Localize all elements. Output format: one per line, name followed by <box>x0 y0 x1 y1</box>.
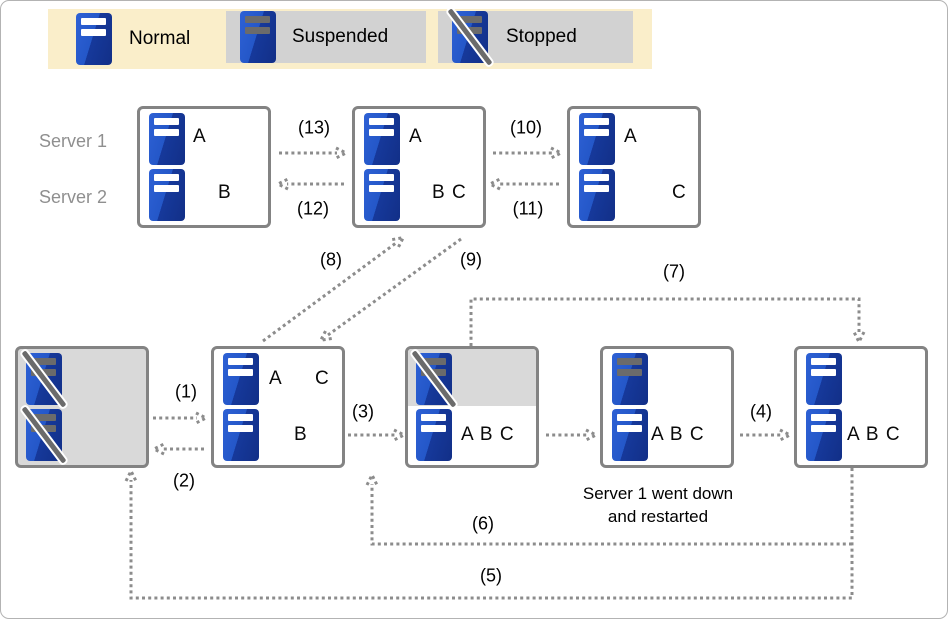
arrow-label-6: (6) <box>472 513 494 534</box>
server-icon-normal <box>223 409 259 461</box>
legend: Normal Suspended Stopped <box>48 5 652 69</box>
server-icon-normal <box>579 113 615 165</box>
legend-label-suspended: Suspended <box>292 26 389 47</box>
server-icon-suspended <box>240 11 276 63</box>
slot-label: A B C <box>847 424 901 445</box>
arrow-label-8: (8) <box>320 249 342 270</box>
arrow-label-7: (7) <box>663 261 685 282</box>
state-box-top-2: A B C <box>352 106 486 228</box>
arrow-label-2: (2) <box>173 470 195 491</box>
state-box-all-stopped <box>15 346 149 468</box>
slot-label: A <box>269 368 283 389</box>
server-icon-stopped <box>18 403 70 467</box>
server-icon-normal <box>364 113 400 165</box>
note-line-2: and restarted <box>607 507 709 526</box>
arrow-label-1: (1) <box>175 381 197 402</box>
slot-label: B <box>218 182 232 203</box>
slot-label: A B C <box>651 424 705 445</box>
arrow-label-9: (9) <box>460 249 482 270</box>
state-box-bottom-1: A C B <box>211 346 345 468</box>
arrow-label-3: (3) <box>352 401 374 422</box>
note-line-1: Server 1 went down <box>582 484 734 503</box>
server-icon-normal <box>149 113 185 165</box>
server-icon-normal <box>364 169 400 221</box>
row-label-server2: Server 2 <box>39 187 108 207</box>
server-icon-normal <box>223 353 259 405</box>
server-icon-normal <box>416 409 452 461</box>
arrow-label-13: (13) <box>297 117 331 138</box>
stopped-slash-icon <box>18 347 70 411</box>
slot-label: A <box>409 126 423 147</box>
stopped-slash-icon <box>408 347 460 411</box>
legend-label-normal: Normal <box>129 28 191 49</box>
arrow-label-10: (10) <box>509 117 543 138</box>
slot-label: A <box>193 126 207 147</box>
server-icon-suspended <box>612 353 648 405</box>
slot-label: B <box>294 424 308 445</box>
slot-label: A B C <box>461 424 515 445</box>
row-label-server1: Server 1 <box>39 131 108 151</box>
stopped-slash-icon <box>444 5 496 69</box>
server-icon-normal <box>806 409 842 461</box>
arrow-label-11: (11) <box>512 198 544 219</box>
slot-label: C <box>672 182 687 203</box>
legend-label-stopped: Stopped <box>506 26 577 47</box>
slot-label: A <box>624 126 638 147</box>
arrow-7 <box>469 297 859 346</box>
server-icon-normal <box>579 169 615 221</box>
server-icon-stopped <box>444 5 496 69</box>
arrow-label-4: (4) <box>750 401 772 422</box>
state-box-bottom-2: A B C <box>405 346 539 468</box>
legend-item-stopped: Stopped <box>438 5 633 69</box>
state-box-top-3: A C <box>567 106 701 228</box>
state-box-bottom-4: A B C <box>794 346 928 468</box>
legend-item-normal: Normal <box>76 12 190 66</box>
arrow-label-12: (12) <box>296 198 330 219</box>
arrow-9 <box>328 237 462 335</box>
state-box-top-1: A B <box>137 106 271 228</box>
state-box-bottom-3: A B C <box>600 346 734 468</box>
server-icon-normal <box>612 409 648 461</box>
slot-label: C <box>315 368 330 389</box>
arrow-label-5: (5) <box>480 565 502 586</box>
stopped-slash-icon <box>18 403 70 467</box>
legend-item-suspended: Suspended <box>226 11 426 63</box>
server-icon-stopped <box>18 347 70 411</box>
server-icon-stopped <box>408 347 460 411</box>
server-icon-normal <box>806 353 842 405</box>
slot-label: B C <box>432 182 467 203</box>
server-icon-normal <box>76 13 112 65</box>
server-icon-normal <box>149 169 185 221</box>
note-text: Server 1 went down and restarted <box>558 482 758 528</box>
